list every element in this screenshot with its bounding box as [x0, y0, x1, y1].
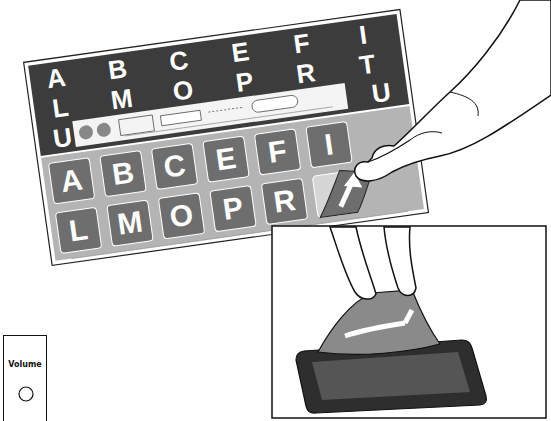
node-text: E [214, 143, 238, 175]
letter-sticker: O [158, 192, 205, 239]
node-text: L [67, 214, 89, 246]
node-text: A [59, 164, 85, 197]
knuckle-line [410, 132, 442, 140]
letter-sticker: I [305, 121, 352, 168]
letter-sticker: E [202, 135, 249, 182]
strip-icon [160, 110, 201, 125]
node-text: P [221, 192, 245, 224]
inset-frame [272, 226, 546, 418]
volume-button-box: Volume [3, 335, 47, 421]
letter-sticker: C [151, 143, 198, 190]
finger [384, 227, 416, 296]
sticker-letter: A [34, 60, 78, 93]
letter-sticker: R [261, 178, 308, 225]
tray-water [312, 352, 470, 400]
sticker-letter: P [223, 64, 267, 97]
finger [330, 227, 376, 299]
strip-icon [251, 95, 298, 113]
strip-icon [78, 124, 94, 140]
sticker-letter: U [41, 120, 85, 153]
sticker-letter: T [345, 47, 389, 80]
strip-icon [96, 122, 112, 138]
finger-line [450, 92, 478, 116]
sticker-letter: I [341, 17, 385, 50]
wet-sticker [318, 290, 440, 354]
letter-sticker: F [254, 128, 301, 175]
sticker-letter: E [218, 34, 262, 67]
letter-sticker: A [48, 157, 95, 204]
letter-sticker: P [209, 185, 256, 232]
thumb-line [368, 140, 410, 162]
sticker-letter: U [359, 75, 403, 108]
node-text: O [168, 199, 195, 232]
node-text: B [110, 157, 136, 190]
sticker-letter: C [157, 43, 201, 76]
sticker-letter: R [284, 56, 328, 89]
node-text: M [116, 207, 145, 240]
volume-knob [19, 387, 33, 401]
node-text: C [162, 150, 188, 183]
letter-sticker: M [106, 199, 153, 246]
sticker-letter: F [280, 26, 324, 59]
hand [355, 0, 551, 181]
sticker-letter: B [96, 52, 140, 85]
node-text: R [272, 185, 298, 218]
letter-sticker: L [55, 207, 102, 254]
sticker-mark [345, 323, 405, 336]
sticker-mark [405, 310, 412, 323]
node-text: F [266, 136, 288, 168]
letter-sticker: B [99, 150, 146, 197]
sticker-letter: M [100, 81, 144, 114]
node-text: Volume [8, 360, 41, 370]
sticker-letter: O [161, 73, 205, 106]
node-text: I [323, 129, 335, 160]
strip-line [208, 107, 242, 112]
sticker-letter: L [38, 90, 82, 123]
